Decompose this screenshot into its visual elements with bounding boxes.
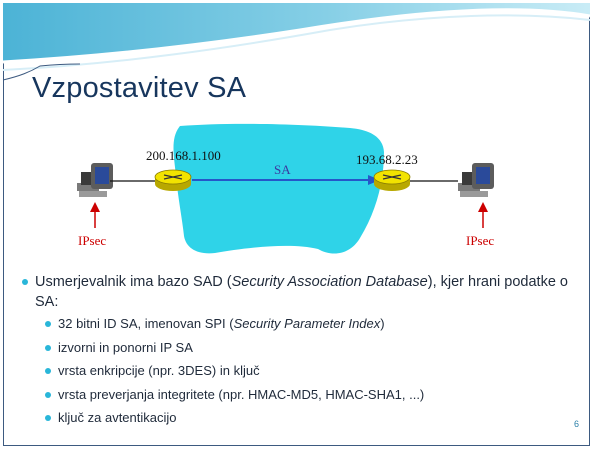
- bullet-dot: [45, 368, 51, 374]
- right-computer-icon: [458, 163, 494, 197]
- left-router-icon: [154, 169, 192, 191]
- right-ipsec-arrowhead: [478, 202, 488, 212]
- right-router-icon: [373, 169, 411, 191]
- right-router-ip: 193.68.2.23: [356, 152, 418, 167]
- right-ipsec-label: IPsec: [466, 233, 494, 248]
- left-ipsec-label: IPsec: [78, 233, 106, 248]
- left-computer-icon: [77, 163, 113, 197]
- page-number: 6: [573, 419, 579, 429]
- bullet-auth-key: ključ za avtentikacijo: [20, 409, 580, 426]
- slide-title: Vzpostavitev SA: [32, 72, 247, 104]
- bullet-dot: [22, 279, 28, 285]
- bullet-dot: [45, 321, 51, 327]
- bullet-spi: 32 bitni ID SA, imenovan SPI (Security P…: [20, 315, 580, 332]
- left-router-ip: 200.168.1.100: [146, 148, 221, 163]
- left-ipsec-arrowhead: [90, 202, 100, 212]
- bullet-dot: [45, 391, 51, 398]
- bullet-encryption: vrsta enkripcije (npr. 3DES) in ključ: [20, 362, 580, 379]
- bullet-list: Usmerjevalnik ima bazo SAD (Security Ass…: [20, 272, 580, 433]
- bullet-dot: [45, 344, 51, 351]
- bullet-main: Usmerjevalnik ima bazo SAD (Security Ass…: [20, 272, 580, 312]
- bullet-ip: izvorni in ponorni IP SA: [20, 339, 580, 356]
- sa-label: SA: [274, 162, 291, 177]
- network-cloud: [173, 123, 384, 254]
- bullet-dot: [45, 415, 51, 421]
- bullet-integrity: vrsta preverjanja integritete (npr. HMAC…: [20, 386, 580, 403]
- sa-diagram: 200.168.1.100 193.68.2.23 SA IPsec IPsec: [77, 123, 494, 254]
- header-wave-band: [2, 3, 591, 81]
